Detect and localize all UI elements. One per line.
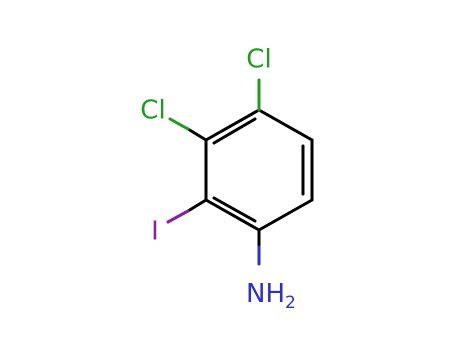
atom-amine-subscript: 2 xyxy=(285,293,296,313)
bond-c3-c4-inner xyxy=(212,117,257,145)
ring-bonds xyxy=(204,108,314,232)
bond-c6-c1 xyxy=(257,198,314,232)
bond-c3-cl-left-a xyxy=(186,127,208,142)
bond-c3-c4-outer xyxy=(204,108,261,142)
bond-c3-cl-left-b xyxy=(168,117,190,131)
bond-c2-i-a xyxy=(186,198,208,213)
bond-c1-c2-outer xyxy=(204,198,261,232)
bond-c2-i-b xyxy=(166,209,190,224)
atom-iodine: I xyxy=(151,217,159,247)
bond-c4-c5 xyxy=(257,108,314,142)
atom-amine-symbol: NH xyxy=(246,279,285,309)
atom-cl-left: Cl xyxy=(140,96,165,126)
bond-c1-c2-inner xyxy=(212,196,257,223)
atom-amine: NH2 xyxy=(246,279,296,313)
substituent-bonds xyxy=(166,78,261,266)
atom-cl-top: Cl xyxy=(246,45,271,75)
